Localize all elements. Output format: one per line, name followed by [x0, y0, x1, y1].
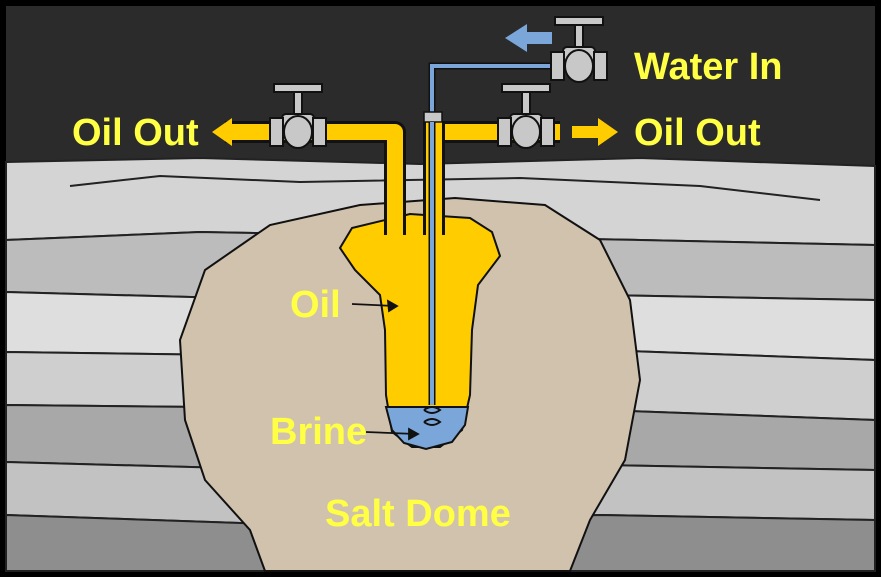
valve-oil-left: [269, 83, 327, 149]
valve-oil-right: [497, 83, 555, 149]
label-pointers: [351, 299, 420, 441]
arrow-oil-out-left: [212, 118, 258, 146]
valve-water: [550, 16, 608, 83]
label-salt-dome: Salt Dome: [325, 493, 511, 535]
label-oil-out-right: Oil Out: [634, 112, 761, 154]
brine-layer: [384, 406, 470, 451]
water-pipe: [423, 62, 565, 405]
arrow-oil-out-right: [572, 118, 618, 146]
brine-discharge-swirl: [423, 406, 442, 426]
label-oil: Oil: [290, 284, 341, 326]
label-water-in: Water In: [634, 46, 783, 88]
arrow-water-in: [505, 24, 552, 52]
label-oil-out-left: Oil Out: [72, 112, 199, 154]
label-brine: Brine: [270, 411, 367, 453]
fault-line: [69, 174, 821, 201]
